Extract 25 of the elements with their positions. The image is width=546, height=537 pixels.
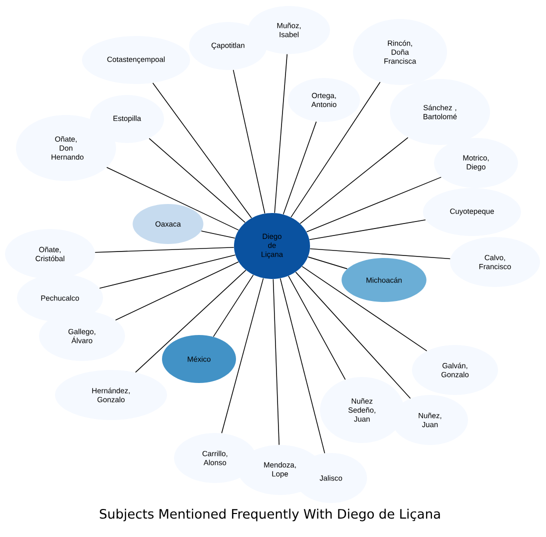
connector-line	[309, 220, 426, 240]
connector-line	[300, 137, 408, 224]
connector-line	[302, 266, 428, 352]
connector-line	[213, 274, 254, 338]
connector-line	[308, 256, 348, 270]
connector-line	[290, 82, 381, 218]
chart-title: Subjects Mentioned Frequently With Diego de Liçana	[100, 508, 440, 522]
connector-line	[232, 70, 266, 214]
connector-line	[288, 276, 346, 380]
connector-line	[295, 272, 411, 399]
connector-line	[106, 166, 239, 230]
connector-line	[135, 270, 246, 373]
connector-line	[148, 138, 246, 223]
connector-line	[99, 254, 236, 289]
connector-line	[274, 54, 288, 214]
connector-line	[152, 82, 252, 218]
connector-line	[94, 246, 234, 253]
connector-line	[306, 176, 442, 232]
connector-line	[272, 278, 280, 446]
connector-line	[280, 278, 326, 454]
connector-line	[310, 248, 451, 260]
connector-line	[200, 230, 236, 239]
connector-line	[115, 261, 239, 320]
connector-line	[282, 121, 317, 215]
connector-line	[221, 278, 264, 434]
